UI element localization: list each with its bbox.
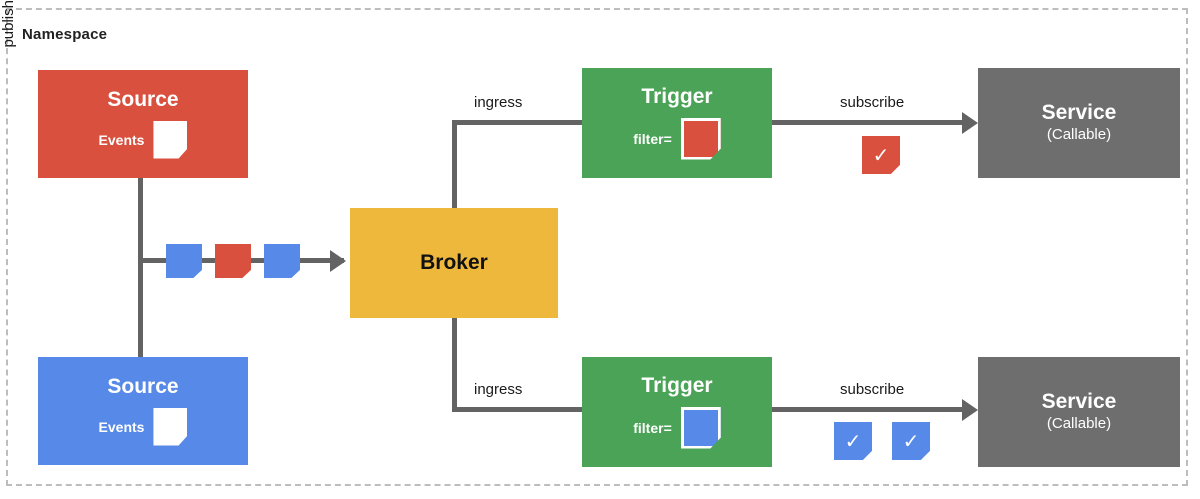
subscribe-bottom-arrowhead [962, 399, 978, 421]
node-service-bottom[interactable]: Service (Callable) [978, 357, 1180, 467]
event-document-icon [153, 120, 188, 159]
trigger-bottom-filter-row: filter= [633, 406, 721, 449]
subscribe-top-label: subscribe [840, 94, 905, 111]
namespace-label: Namespace [22, 26, 108, 43]
service-bottom-title: Service [1041, 389, 1117, 413]
trigger-bottom-title: Trigger [641, 374, 713, 398]
ingress-bottom-line [452, 407, 586, 412]
source-red-events-label: Events [98, 131, 145, 148]
service-top-title: Service [1041, 100, 1117, 124]
trigger-top-filter-row: filter= [633, 117, 721, 160]
subscribe-top-line [772, 120, 966, 125]
source-blue-events-row: Events [98, 407, 188, 446]
service-bottom-subtitle: (Callable) [1046, 415, 1112, 433]
namespace-boundary [6, 8, 1188, 486]
service-top-subtitle: (Callable) [1046, 126, 1112, 144]
node-broker[interactable]: Broker [350, 208, 558, 318]
publish-edge-label: publish [0, 0, 17, 48]
ingress-top-label: ingress [474, 94, 523, 111]
node-trigger-bottom[interactable]: Trigger filter= [582, 357, 772, 467]
node-trigger-top[interactable]: Trigger filter= [582, 68, 772, 178]
event-packet-blue2 [264, 244, 300, 278]
ingress-top-line [452, 120, 586, 125]
publish-arrowhead [330, 250, 346, 272]
ingress-bottom-label: ingress [474, 381, 523, 398]
subscribe-top-arrowhead [962, 112, 978, 134]
node-service-top[interactable]: Service (Callable) [978, 68, 1180, 178]
node-source-blue[interactable]: Source Events [38, 357, 248, 465]
source-red-events-row: Events [98, 120, 188, 159]
event-packet-red [215, 244, 251, 278]
source-blue-events-label: Events [98, 418, 145, 435]
event-packet-blue [166, 244, 202, 278]
node-source-red[interactable]: Source Events [38, 70, 248, 178]
trigger-bottom-filter-label: filter= [633, 419, 672, 436]
trigger-top-title: Trigger [641, 85, 713, 109]
publish-vertical-line [138, 178, 143, 358]
delivery-check-blue2: ✓ [892, 422, 930, 460]
delivery-check-red: ✓ [862, 136, 900, 174]
trigger-top-filter-label: filter= [633, 130, 672, 147]
source-red-title: Source [107, 88, 179, 112]
filter-document-icon [680, 117, 721, 160]
filter-document-icon [680, 406, 721, 449]
source-blue-title: Source [107, 375, 179, 399]
event-document-icon [153, 407, 188, 446]
subscribe-bottom-line [772, 407, 966, 412]
delivery-check-blue1: ✓ [834, 422, 872, 460]
subscribe-bottom-label: subscribe [840, 381, 905, 398]
broker-title: Broker [420, 250, 488, 274]
